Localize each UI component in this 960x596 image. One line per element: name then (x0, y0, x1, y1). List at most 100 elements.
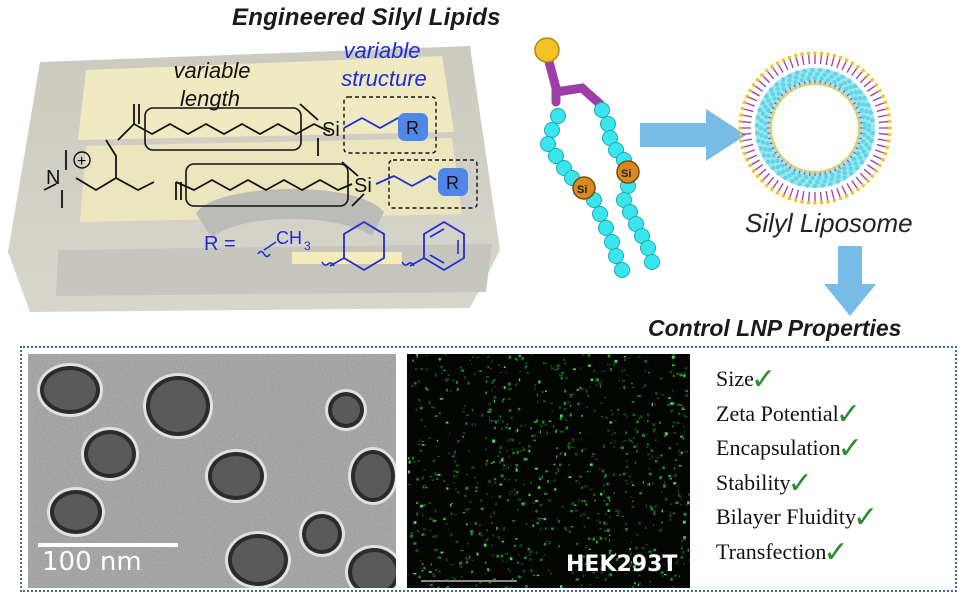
tail-bead (644, 254, 660, 270)
speckle (425, 355, 428, 357)
gfp-speckles (407, 354, 690, 588)
bilayer-bead (864, 142, 869, 147)
outer-linker (750, 159, 760, 166)
bilayer-bead (755, 130, 760, 136)
outer-linker (789, 187, 794, 198)
scale-bar (38, 543, 178, 547)
speckle (637, 356, 641, 358)
checkmark-icon: ✓ (837, 431, 863, 466)
speckle (454, 450, 456, 454)
speckle (626, 416, 629, 418)
speckle (630, 496, 632, 498)
speckle (565, 426, 569, 430)
speckle (485, 448, 487, 451)
inner-headgroup (813, 82, 817, 86)
speckle (517, 508, 519, 512)
speckle (529, 481, 532, 484)
speckle (638, 521, 641, 525)
bilayer-bead (785, 167, 790, 172)
speckle (499, 445, 503, 449)
inner-headgroup (832, 166, 836, 170)
bilayer-bead (820, 183, 825, 188)
speckle (438, 556, 442, 559)
particle-core (232, 538, 284, 582)
speckle (664, 497, 668, 501)
speckle (467, 543, 470, 545)
bilayer-bead (846, 78, 852, 84)
variable-length-label-2: length (180, 86, 240, 111)
speckle (509, 464, 512, 466)
speckle (544, 424, 548, 426)
speckle (637, 583, 640, 586)
bilayer-bead (794, 70, 800, 76)
speckle (464, 376, 466, 380)
speckle (434, 472, 438, 476)
speckle (428, 437, 431, 440)
outer-headgroup (881, 94, 885, 99)
speckle (611, 434, 613, 436)
outer-headgroup (800, 200, 804, 204)
speckle (462, 411, 465, 413)
speckle (564, 419, 568, 422)
speckle (648, 371, 650, 374)
bilayer-bead (793, 176, 799, 181)
speckle (540, 558, 543, 562)
speckle (587, 354, 591, 358)
outer-linker (741, 132, 752, 136)
speckle (624, 490, 627, 494)
speckle (446, 388, 448, 392)
speckle (675, 501, 679, 504)
speckle (624, 480, 628, 482)
speckle (515, 537, 518, 540)
speckle (683, 536, 686, 539)
bilayer-bead (806, 76, 811, 81)
speckle (451, 455, 455, 458)
outer-linker (851, 67, 858, 76)
speckle (676, 486, 679, 488)
speckle (589, 488, 593, 491)
speckle (537, 517, 541, 520)
speckle (557, 469, 559, 473)
speckle (557, 363, 561, 367)
outer-headgroup (850, 61, 855, 65)
bilayer-bead (776, 171, 782, 176)
speckle (615, 509, 618, 513)
speckle (654, 505, 657, 508)
speckle (656, 457, 659, 459)
outer-headgroup (856, 64, 860, 69)
speckle (525, 522, 528, 526)
speckle (618, 412, 620, 414)
speckle (569, 394, 573, 397)
speckle (644, 384, 647, 387)
methyl-wavy-bond (257, 241, 277, 258)
particle-core (54, 494, 98, 530)
speckle (488, 355, 490, 357)
speckle (463, 405, 466, 408)
outer-headgroup (806, 200, 811, 205)
speckle (633, 582, 636, 585)
silyl-liposome-label: Silyl Liposome (745, 208, 913, 238)
arrow-to-properties (824, 246, 876, 316)
speckle (506, 561, 509, 563)
speckle (518, 554, 521, 556)
speckle (413, 572, 417, 575)
speckle (617, 408, 620, 411)
cyclohexyl-bond (321, 257, 345, 267)
inner-headgroup (808, 170, 812, 174)
outer-headgroup (850, 191, 855, 195)
bilayer-bead (829, 177, 834, 182)
bilayer-bead (790, 179, 795, 184)
speckle (494, 482, 497, 484)
speckle (672, 389, 674, 392)
speckle (603, 444, 605, 448)
speckle (528, 493, 531, 497)
bilayer-bead (764, 114, 769, 120)
speckle (684, 367, 688, 370)
speckle (642, 386, 645, 389)
r-equals-label: R = (204, 233, 236, 255)
speckle (462, 432, 466, 434)
outer-linker (801, 55, 805, 66)
speckle (660, 393, 665, 396)
bilayer-bead (843, 86, 849, 92)
speckle (609, 421, 613, 424)
